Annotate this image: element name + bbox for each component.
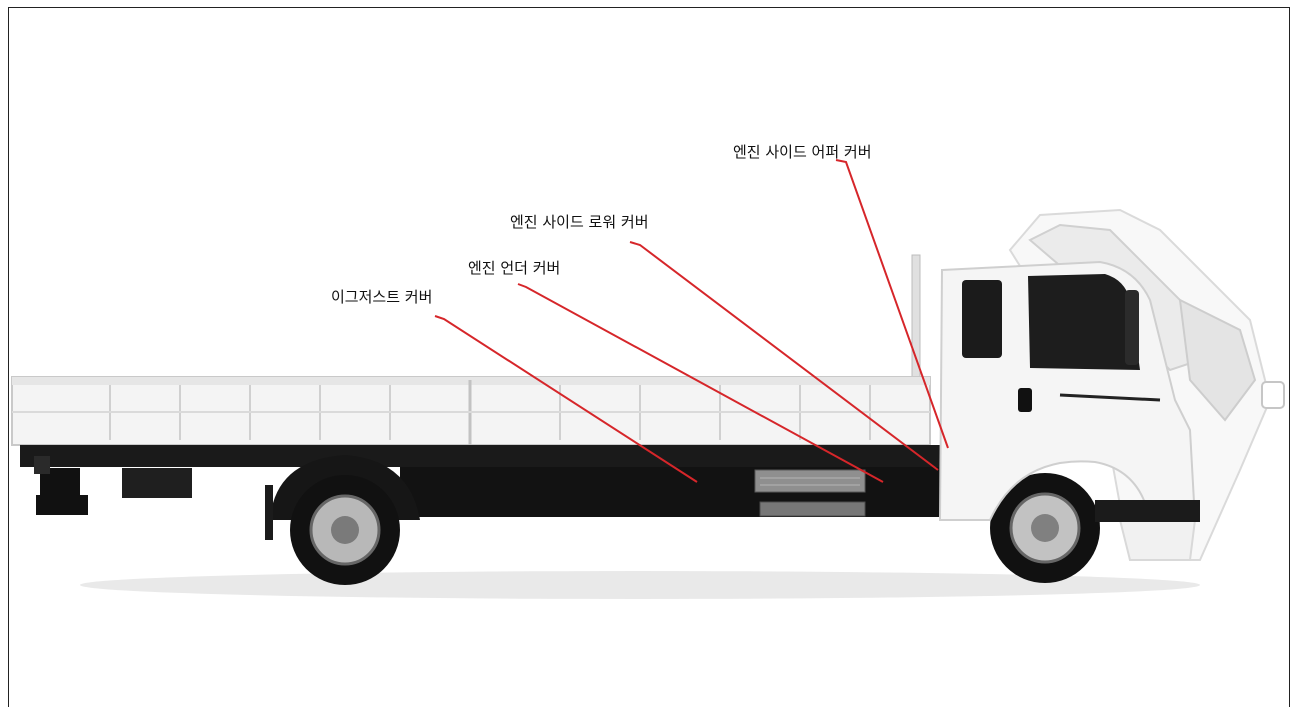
leader-line-exhaust [434,315,698,483]
chassis-frame [20,445,1020,517]
front-wheel [990,473,1100,583]
leader-line-under [517,283,884,483]
label-engine-side-lower-cover: 엔진 사이드 로워 커버 [510,213,649,231]
leader-lines [434,159,949,483]
cargo-bed [11,376,931,446]
label-exhaust-cover: 이그저스트 커버 [331,288,433,306]
fuel-tank [754,469,866,517]
leader-line-upper [835,159,949,449]
frame-border-right [1289,7,1290,707]
cabin [938,260,1200,522]
label-engine-side-upper-cover: 엔진 사이드 어퍼 커버 [733,143,872,161]
frame-border-left [8,7,9,707]
rear-wheel [265,455,420,585]
leader-line-lower [629,241,939,471]
label-engine-under-cover: 엔진 언더 커버 [468,259,561,277]
frame-border-top [8,7,1290,8]
